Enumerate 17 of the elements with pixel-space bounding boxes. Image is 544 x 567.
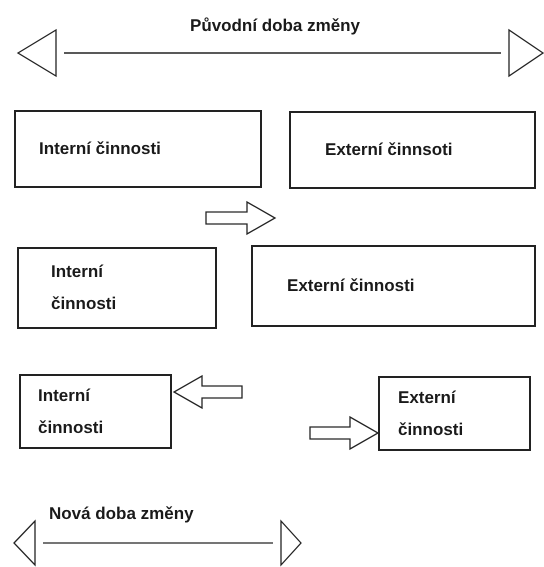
box-label: Interní činnosti bbox=[38, 384, 104, 438]
block-arrow bbox=[172, 374, 243, 410]
box-label: Interní činnosti bbox=[39, 138, 161, 160]
activity-box bbox=[19, 374, 172, 449]
dimension-label: Nová doba změny bbox=[49, 504, 194, 524]
box-label: Externí činnosti bbox=[398, 386, 464, 440]
activity-box bbox=[251, 245, 536, 327]
block-arrow bbox=[205, 200, 276, 236]
box-label: Interní činnosti bbox=[51, 261, 118, 315]
activity-box bbox=[17, 247, 217, 329]
box-label: Externí činnosti bbox=[287, 275, 415, 297]
activity-box bbox=[289, 111, 536, 189]
activity-box bbox=[378, 376, 531, 451]
block-arrow bbox=[309, 416, 380, 450]
activity-box bbox=[14, 110, 262, 188]
dimension-label: Původní doba změny bbox=[190, 16, 360, 36]
box-label: Externí činnsoti bbox=[325, 139, 453, 161]
